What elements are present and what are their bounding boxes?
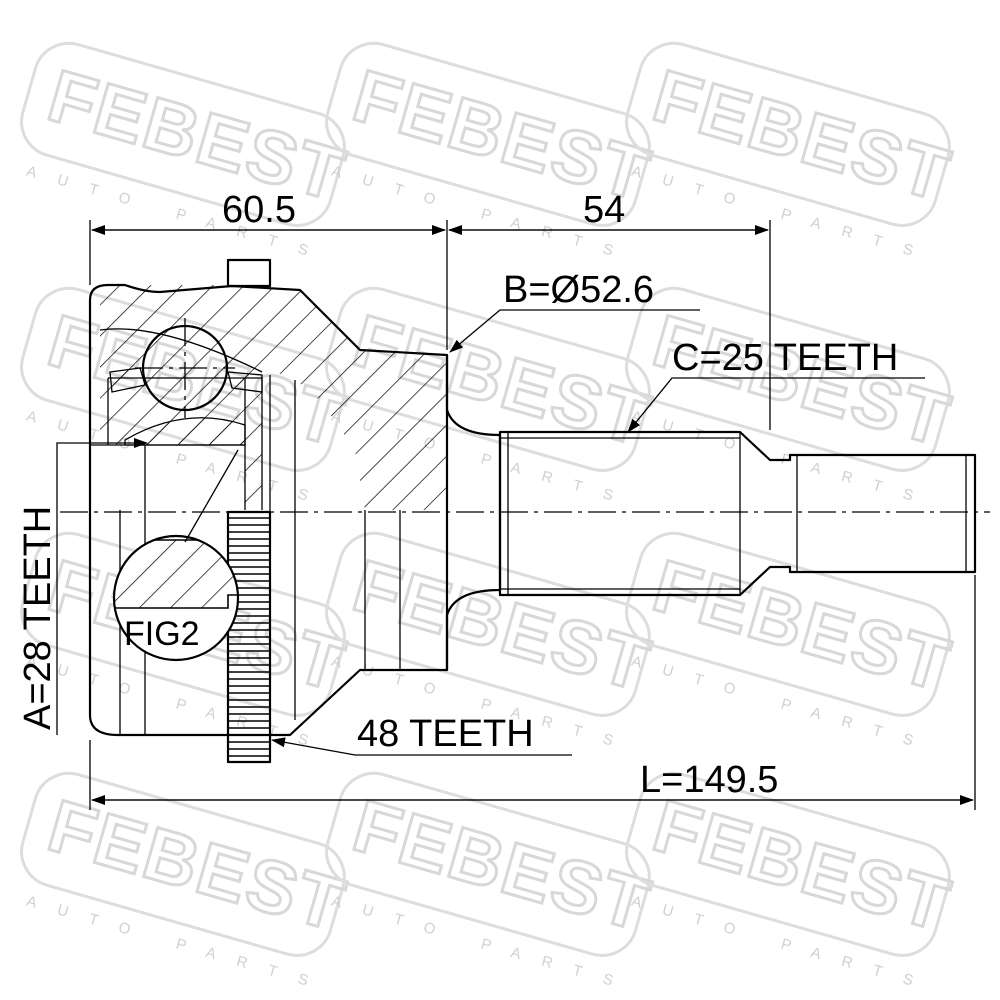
watermark-layer: FEBEST AUTO PARTS FEBEST AUTO PARTS FEBE… <box>20 41 961 996</box>
inner-race-hatch <box>124 417 246 446</box>
dim-abs-teeth-label: 48 TEETH <box>357 713 534 755</box>
cage-upper-curve <box>99 328 263 373</box>
abs-ring <box>226 510 272 764</box>
watermark-logo: FEBEST AUTO PARTS <box>625 531 961 756</box>
dim-outer-spline-leader <box>627 377 925 433</box>
fig2-leader <box>184 449 239 543</box>
ball-track-hatch-right <box>227 371 263 393</box>
fig2-spline-hatch <box>114 539 238 609</box>
dim-shaft-length-label: 54 <box>583 189 625 231</box>
watermark-logo: FEBEST AUTO PARTS <box>625 286 961 511</box>
dim-inner-spline-leader <box>56 438 148 735</box>
ball-track-hatch-left <box>109 367 146 393</box>
housing-boss <box>226 258 272 288</box>
shaft <box>445 355 977 670</box>
housing <box>88 258 449 737</box>
fig2-label: FIG2 <box>124 615 200 653</box>
dim-housing-length-label: 60.5 <box>222 189 296 231</box>
dim-diameter-leader <box>449 309 700 353</box>
dim-total-length-label: L=149.5 <box>640 759 778 801</box>
dim-outer-spline-label: C=25 TEETH <box>672 337 898 379</box>
abs-ring-teeth <box>228 517 270 757</box>
dim-inner-spline-label: A=28 TEETH <box>17 506 59 730</box>
dim-outer-diameter-label: B=Ø52.6 <box>503 269 654 311</box>
watermark-logo: FEBEST AUTO PARTS <box>625 41 961 266</box>
housing-outline <box>88 283 449 737</box>
dim-abs-teeth-leader <box>271 737 572 756</box>
dimension-lines: 60.5 54 L=149.5 B=Ø52.6 C=25 TEETH 48 TE… <box>17 189 976 810</box>
fig2-detail: FIG2 <box>112 449 240 662</box>
watermark-logo: FEBEST AUTO PARTS <box>20 41 356 266</box>
